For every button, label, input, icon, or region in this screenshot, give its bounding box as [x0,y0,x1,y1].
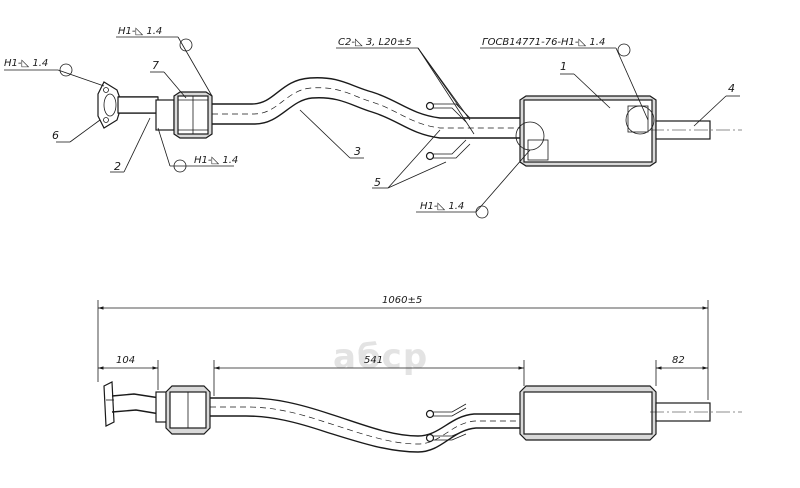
muffler [515,95,657,167]
part-number-1: 1 [560,60,567,73]
weld-note-converter-bottom: H1-◺ 1.4 [194,155,238,166]
dimension-outlet: 82 [672,355,685,366]
side-view: 1060±5 104 541 82 [97,295,742,453]
catalytic-converter [173,91,213,139]
side-muffler [519,385,657,441]
watermark-logo: aбcp [333,337,428,377]
part-number-5: 5 [374,176,381,189]
dimension-middle: 541 [364,355,383,366]
flange [97,81,123,129]
part-number-4: 4 [728,82,735,95]
side-flange [103,381,115,427]
dimension-inlet: 104 [116,355,135,366]
part-number-6: 6 [52,129,59,142]
dimension-overall: 1060±5 [382,295,422,306]
part-number-7: 7 [152,59,159,72]
part-number-2: 2 [114,160,121,173]
leaders-top [4,36,740,219]
weld-note-muffler-bottom: H1-◺ 1.4 [420,201,464,212]
weld-note-converter-top: H1-◺ 1.4 [118,26,162,37]
top-view: H1-◺ 1.4 H1-◺ 1.4 H1-◺ 1.4 C2-◺ 3, L20±5… [4,26,742,219]
part-number-3: 3 [354,145,361,158]
intermediate-pipe [212,77,520,139]
weld-note-muffler-top: ГОСВ14771-76-H1-◺ 1.4 [482,37,605,48]
inlet-pipe [117,96,159,114]
side-converter [165,385,211,435]
weld-note-flange: H1-◺ 1.4 [4,58,48,69]
hanger-brackets [425,101,471,161]
weld-note-bracket: C2-◺ 3, L20±5 [338,37,412,48]
